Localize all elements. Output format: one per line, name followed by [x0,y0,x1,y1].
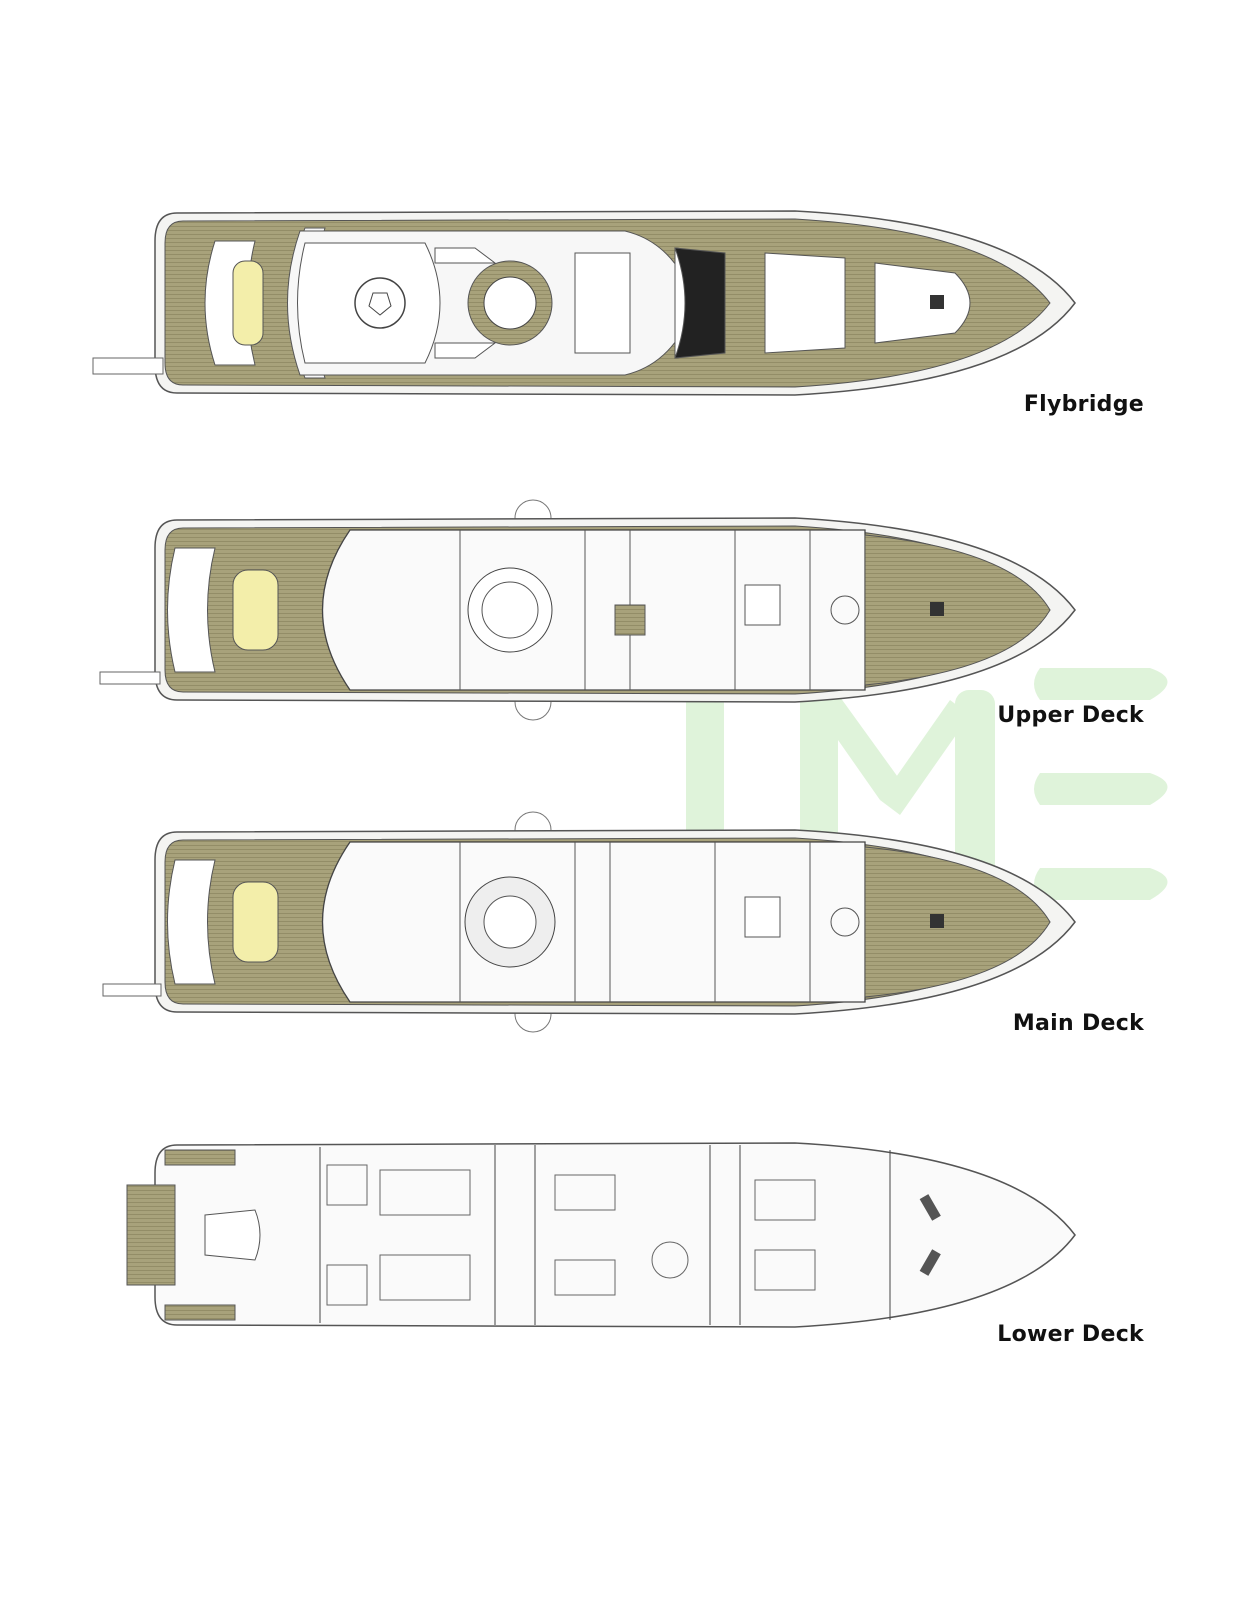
deck-plan-lower-deck [126,1142,1076,1328]
deck-label-lower-deck: Lower Deck [997,1322,1144,1347]
deck-plan-flybridge [92,210,1076,396]
deck-label-flybridge: Flybridge [1023,392,1144,417]
deck-label-upper-deck: Upper Deck [997,703,1144,728]
deck-label-main-deck: Main Deck [1012,1011,1144,1036]
deck-plan-upper-deck [99,499,1076,721]
deck-plan-main-deck [102,811,1076,1033]
